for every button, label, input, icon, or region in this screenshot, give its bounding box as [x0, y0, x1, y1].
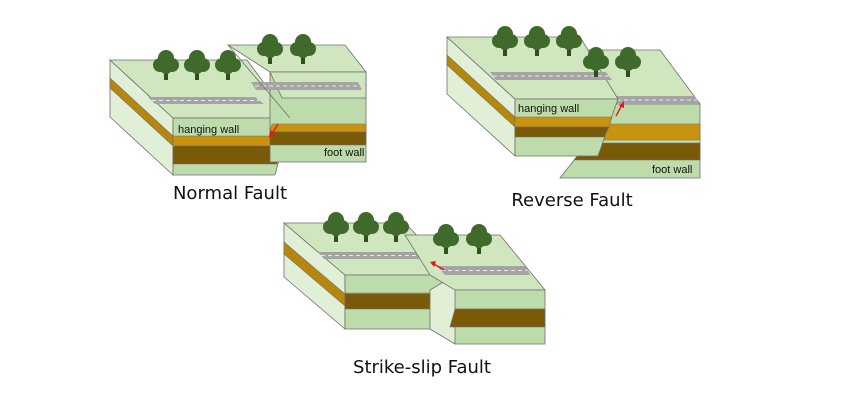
normal-foot-wall-label: foot wall: [324, 147, 364, 159]
normal-hanging-wall-block: [108, 59, 291, 176]
reverse-hanging-wall-label: hanging wall: [518, 103, 579, 115]
normal-fault-block: hanging wall foot wall Normal Fault: [108, 34, 367, 204]
strike-slip-right-block: [404, 234, 546, 345]
normal-fault-caption: Normal Fault: [173, 183, 287, 204]
strike-slip-arrowhead: [430, 261, 436, 267]
reverse-fault-caption: Reverse Fault: [511, 190, 632, 211]
normal-slip-arrowhead: [269, 130, 275, 138]
strike-slip-fault-caption: Strike-slip Fault: [353, 357, 491, 378]
reverse-foot-wall-label: foot wall: [652, 164, 692, 176]
normal-foot-wall-block: [226, 44, 367, 163]
reverse-hanging-wall-block: [445, 36, 619, 157]
strike-slip-left-block: [282, 222, 456, 330]
normal-hanging-wall-label: hanging wall: [178, 124, 239, 136]
strike-slip-arrow: [433, 263, 445, 271]
reverse-fault-block: hanging wall foot wall Reverse Fault: [445, 26, 701, 211]
reverse-slip-arrow: [615, 104, 623, 117]
reverse-slip-arrowhead: [619, 101, 624, 108]
strike-slip-fault-block: Strike-slip Fault: [282, 212, 546, 378]
